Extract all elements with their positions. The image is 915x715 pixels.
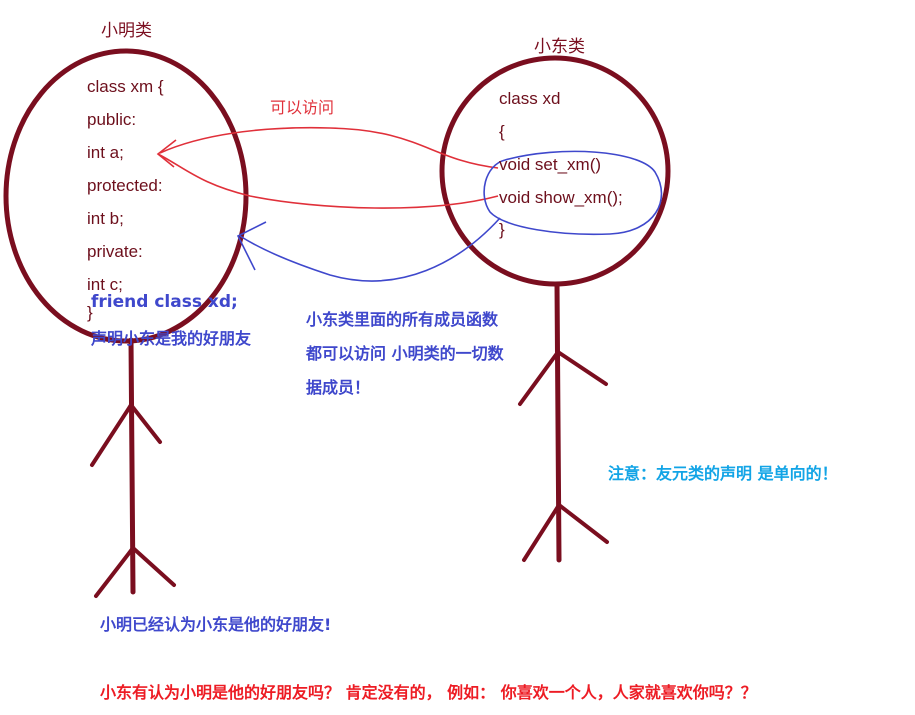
middle-note-line: 都可以访问 小明类的一切数 [306,344,504,363]
friend-note: 声明小东是我的好朋友 [91,329,252,348]
blue-arrow-curve [239,217,501,282]
attention-note: 注意：友元类的声明 是单向的！ [608,464,838,483]
xiaoming-head [3,48,249,344]
xiaodong-body [554,281,562,563]
xiaoming-right-leg [131,546,176,587]
xiaoming-right-arm [129,403,162,444]
xd-code-line: void show_xm(); [499,188,623,207]
xiaodong-right-leg [557,503,609,544]
middle-note-line: 小东类里面的所有成员函数 [306,310,499,329]
xiaodong-left-leg [522,503,561,562]
blue-loop-around-functions [483,150,663,236]
red-arrow-show-xm [157,153,499,209]
xiaoming-class-title: 小明类 [101,21,152,41]
bottom-note-friend: 小明已经认为小东是他的好朋友! [100,615,332,634]
can-access-label: 可以访问 [270,98,335,117]
red-arrow-set-xm [159,126,499,169]
xm-code-line: } [87,303,93,322]
xm-code-line: int c; [87,275,123,294]
xiaoming-left-leg [94,546,135,598]
xm-code-line: public: [87,110,137,129]
xd-code-line: class xd [499,89,561,108]
xiaodong-figure [439,55,671,563]
blue-arrowhead [236,221,267,271]
xiaodong-left-arm [518,350,560,406]
xd-code-line: void set_xm() [499,155,602,174]
xd-code-line: } [499,220,505,239]
xm-code-line: int a; [87,143,124,162]
friend-declaration: friend class xd; [91,292,238,312]
xiaoming-left-arm [90,403,133,467]
middle-note-line: 据成员！ [306,378,371,397]
red-arrowhead [156,139,177,168]
red-access-arrows [156,126,499,209]
xm-code-line: class xm { [87,77,164,96]
blue-access-arrow [236,150,663,282]
xm-code-line: private: [87,242,143,261]
xiaodong-right-arm [556,350,608,386]
bottom-note-question: 小东有认为小明是他的好朋友吗？ 肯定没有的， 例如： 你喜欢一个人，人家就喜欢你… [100,683,757,702]
xiaoming-figure [3,48,249,598]
xd-code-line: { [499,122,505,141]
xiaodong-class-title: 小东类 [534,37,585,57]
xm-code-line: int b; [87,209,124,228]
xm-code-line: protected: [87,176,163,195]
xiaoming-body [128,337,136,595]
